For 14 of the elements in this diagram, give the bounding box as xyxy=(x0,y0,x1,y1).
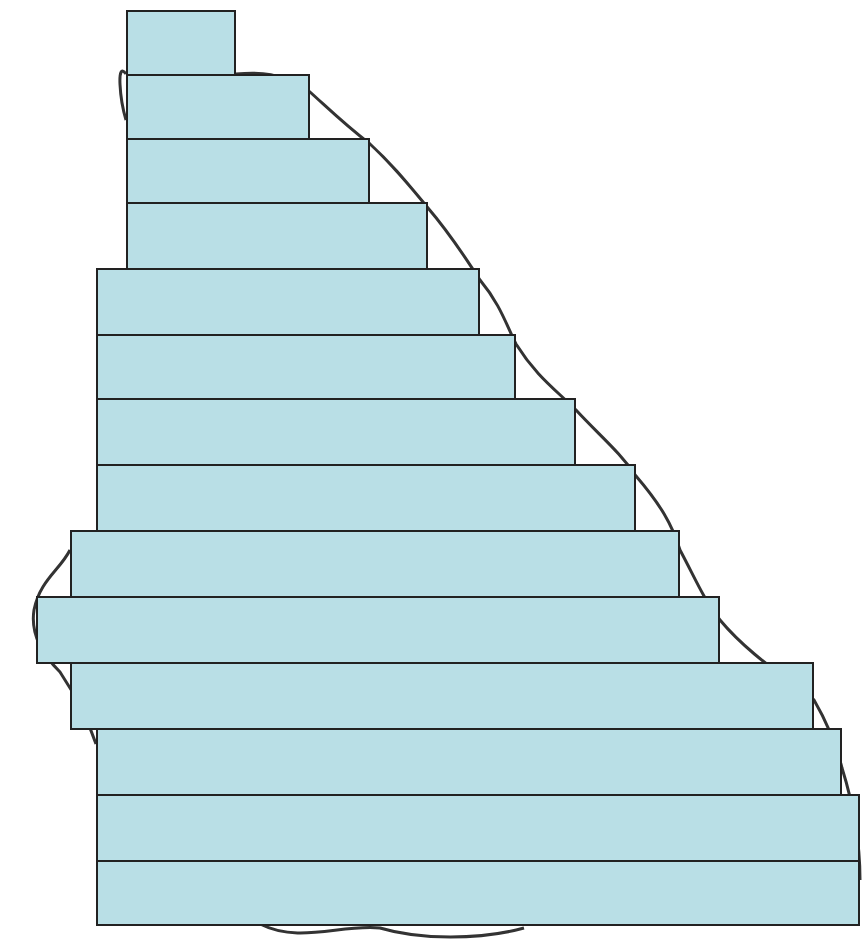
horizontal-bar xyxy=(70,530,680,598)
horizontal-bar xyxy=(70,662,814,730)
horizontal-bar xyxy=(96,398,576,466)
horizontal-bar xyxy=(126,10,236,76)
horizontal-bar xyxy=(96,728,842,796)
horizontal-bar xyxy=(126,202,428,270)
horizontal-bar xyxy=(96,464,636,532)
horizontal-bar xyxy=(36,596,720,664)
horizontal-bar xyxy=(126,74,310,140)
horizontal-bar xyxy=(96,268,480,336)
horizontal-bar xyxy=(96,794,860,862)
horizontal-bar xyxy=(126,138,370,204)
horizontal-bar xyxy=(96,334,516,400)
horizontal-bar xyxy=(96,860,860,926)
